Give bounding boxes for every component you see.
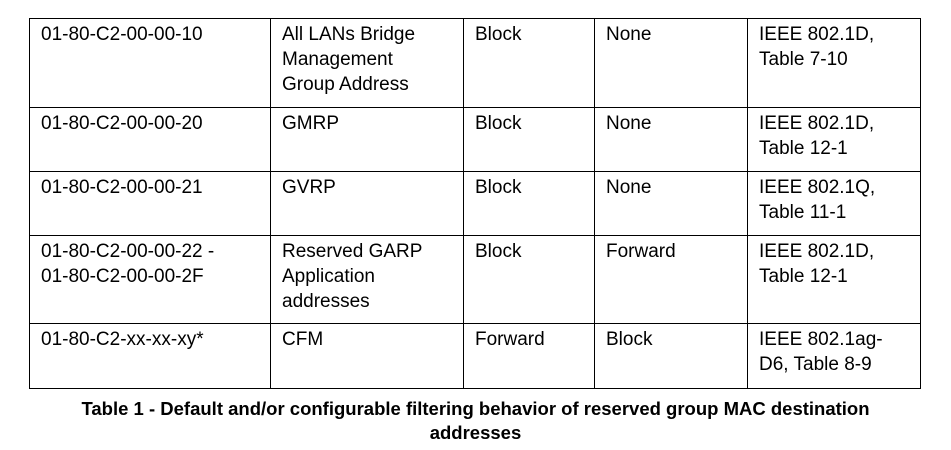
address-text: 01-80-C2-xx-xx-xy* bbox=[41, 329, 204, 350]
name-text: addresses bbox=[282, 291, 370, 312]
configurable-action-cell: None bbox=[594, 18, 748, 108]
reference-text: Table 12-1 bbox=[759, 138, 848, 159]
address-text: 01-80-C2-00-00-2F bbox=[41, 266, 204, 287]
reference-text: IEEE 802.1D, bbox=[759, 113, 875, 134]
name-cell: CFM bbox=[270, 323, 464, 389]
default-action-text: Block bbox=[475, 113, 522, 134]
default-action-cell: Block bbox=[463, 107, 595, 172]
reference-text: IEEE 802.1Q, bbox=[759, 177, 876, 198]
table-caption: Table 1 - Default and/or configurable fi… bbox=[10, 397, 941, 445]
name-text: Group Address bbox=[282, 74, 409, 95]
default-action-text: Block bbox=[475, 24, 522, 45]
reference-text: IEEE 802.1D, bbox=[759, 24, 875, 45]
reference-text: Table 7-10 bbox=[759, 49, 848, 70]
reference-text: D6, Table 8-9 bbox=[759, 354, 872, 375]
reference-text: IEEE 802.1D, bbox=[759, 241, 875, 262]
configurable-action-text: None bbox=[606, 113, 652, 134]
name-text: GMRP bbox=[282, 113, 339, 134]
configurable-action-cell: Forward bbox=[594, 235, 748, 324]
default-action-cell: Block bbox=[463, 18, 595, 108]
name-text: All LANs Bridge bbox=[282, 24, 416, 45]
reference-cell: IEEE 802.1D, Table 7-10 bbox=[747, 18, 921, 108]
name-text: GVRP bbox=[282, 177, 336, 198]
default-action-cell: Forward bbox=[463, 323, 595, 389]
default-action-text: Forward bbox=[475, 329, 545, 350]
configurable-action-text: Forward bbox=[606, 241, 676, 262]
address-text: 01-80-C2-00-00-22 - bbox=[41, 241, 215, 262]
address-text: 01-80-C2-00-00-20 bbox=[41, 113, 203, 134]
name-text: Reserved GARP bbox=[282, 241, 423, 262]
name-text: CFM bbox=[282, 329, 324, 350]
configurable-action-text: Block bbox=[606, 329, 653, 350]
address-cell: 01-80-C2-xx-xx-xy* bbox=[29, 323, 271, 389]
address-cell: 01-80-C2-00-00-20 bbox=[29, 107, 271, 172]
reference-cell: IEEE 802.1Q, Table 11-1 bbox=[747, 171, 921, 236]
configurable-action-cell: None bbox=[594, 107, 748, 172]
name-cell: GVRP bbox=[270, 171, 464, 236]
name-cell: Reserved GARP Application addresses bbox=[270, 235, 464, 324]
reference-text: Table 11-1 bbox=[759, 202, 847, 223]
address-cell: 01-80-C2-00-00-21 bbox=[29, 171, 271, 236]
caption-line: addresses bbox=[429, 422, 522, 443]
table-row: 01-80-C2-xx-xx-xy* CFM Forward Block IEE… bbox=[29, 323, 921, 389]
name-text: Management bbox=[282, 49, 393, 70]
default-action-text: Block bbox=[475, 177, 522, 198]
reference-cell: IEEE 802.1D, Table 12-1 bbox=[747, 107, 921, 172]
default-action-text: Block bbox=[475, 241, 522, 262]
configurable-action-cell: None bbox=[594, 171, 748, 236]
reference-cell: IEEE 802.1ag- D6, Table 8-9 bbox=[747, 323, 921, 389]
reference-text: Table 12-1 bbox=[759, 266, 848, 287]
default-action-cell: Block bbox=[463, 235, 595, 324]
table-row: 01-80-C2-00-00-10 All LANs Bridge Manage… bbox=[29, 18, 921, 108]
table-row: 01-80-C2-00-00-20 GMRP Block None IEEE 8… bbox=[29, 107, 921, 172]
address-text: 01-80-C2-00-00-21 bbox=[41, 177, 203, 198]
table-row: 01-80-C2-00-00-22 - 01-80-C2-00-00-2F Re… bbox=[29, 235, 921, 324]
address-cell: 01-80-C2-00-00-10 bbox=[29, 18, 271, 108]
caption-line: Table 1 - Default and/or configurable fi… bbox=[81, 398, 870, 419]
address-cell: 01-80-C2-00-00-22 - 01-80-C2-00-00-2F bbox=[29, 235, 271, 324]
address-text: 01-80-C2-00-00-10 bbox=[41, 24, 203, 45]
configurable-action-cell: Block bbox=[594, 323, 748, 389]
name-text: Application bbox=[282, 266, 375, 287]
name-cell: All LANs Bridge Management Group Address bbox=[270, 18, 464, 108]
reference-cell: IEEE 802.1D, Table 12-1 bbox=[747, 235, 921, 324]
reserved-mac-table: 01-80-C2-00-00-10 All LANs Bridge Manage… bbox=[29, 18, 921, 389]
table-row: 01-80-C2-00-00-21 GVRP Block None IEEE 8… bbox=[29, 171, 921, 236]
default-action-cell: Block bbox=[463, 171, 595, 236]
configurable-action-text: None bbox=[606, 177, 652, 198]
reference-text: IEEE 802.1ag- bbox=[759, 329, 883, 350]
name-cell: GMRP bbox=[270, 107, 464, 172]
configurable-action-text: None bbox=[606, 24, 652, 45]
